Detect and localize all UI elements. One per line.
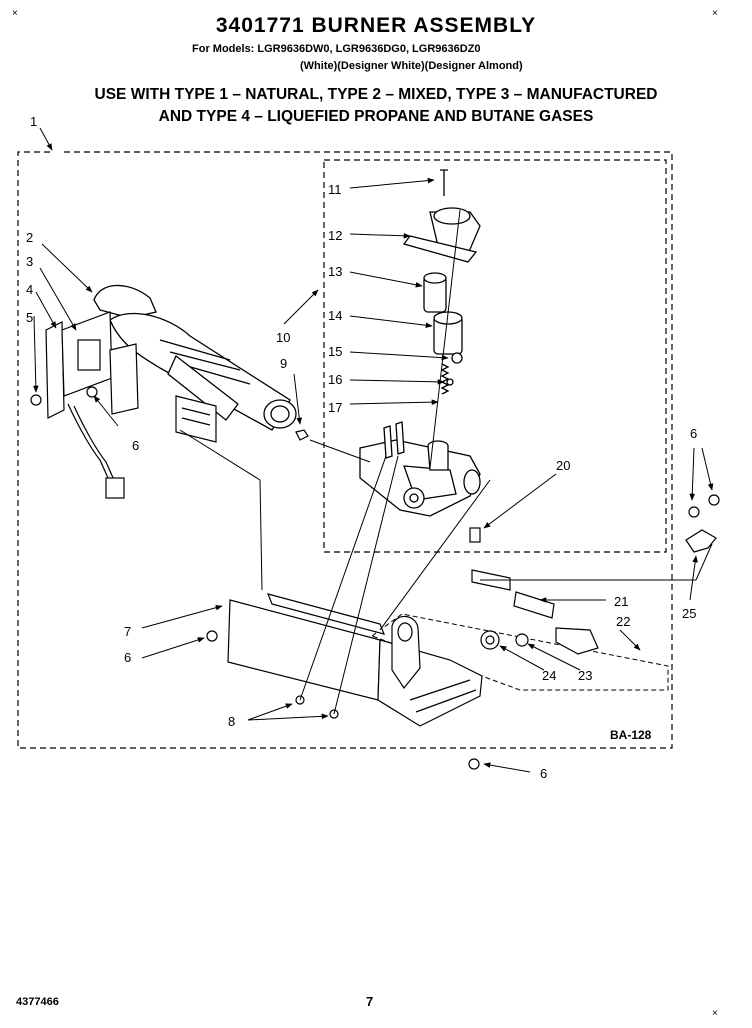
- callout-8: 8: [228, 714, 235, 729]
- callout-4: 4: [26, 282, 33, 297]
- callout-10: 10: [276, 330, 290, 345]
- gas-type-line-2: AND TYPE 4 – LIQUEFIED PROPANE AND BUTAN…: [158, 108, 594, 125]
- callout-21: 21: [614, 594, 628, 609]
- burner-tube: [93, 284, 297, 431]
- manifold-bracket: [227, 593, 483, 727]
- callout-5: 5: [26, 310, 33, 325]
- callout-leaders: [33, 127, 714, 773]
- corner-mark-top-left: ×: [12, 8, 18, 19]
- diagram-reference: BA-128: [610, 728, 652, 742]
- fittings-group-boundary: [371, 613, 669, 691]
- page-title: 3401771 BURNER ASSEMBLY: [215, 14, 537, 37]
- callout-6-bracket: 6: [124, 650, 131, 665]
- callout-2: 2: [26, 230, 33, 245]
- callout-24: 24: [542, 668, 556, 683]
- callout-23: 23: [578, 668, 592, 683]
- corner-mark-top-right: ×: [712, 8, 718, 19]
- callout-15: 15: [328, 344, 342, 359]
- callout-12: 12: [328, 228, 342, 243]
- callout-6-left: 6: [132, 438, 139, 453]
- color-list: (White)(Designer White)(Designer Almond): [300, 60, 523, 72]
- sensor-bracket: [175, 395, 217, 443]
- corner-mark-bottom-right: ×: [712, 1008, 718, 1019]
- callout-17: 17: [328, 400, 342, 415]
- callout-13: 13: [328, 264, 342, 279]
- callout-6-right: 6: [690, 426, 697, 441]
- model-list: For Models: LGR9636DW0, LGR9636DG0, LGR9…: [192, 43, 481, 55]
- document-number: 4377466: [16, 996, 59, 1008]
- callout-3: 3: [26, 254, 33, 269]
- gas-valve: [359, 421, 481, 517]
- ignitor-bracket: [30, 311, 139, 499]
- guide-lines: [179, 209, 713, 715]
- callout-16: 16: [328, 372, 342, 387]
- valve-coils: [402, 169, 481, 395]
- gas-type-line-1: USE WITH TYPE 1 – NATURAL, TYPE 2 – MIXE…: [94, 86, 658, 103]
- callout-20: 20: [556, 458, 570, 473]
- callout-25: 25: [682, 606, 696, 621]
- callout-6-bottom: 6: [540, 766, 547, 781]
- page-number: 7: [366, 994, 374, 1009]
- callout-22: 22: [616, 614, 630, 629]
- valve-subassembly-boundary: [323, 159, 667, 553]
- assembly-boundary: [17, 151, 673, 749]
- fittings: [206, 429, 720, 770]
- callout-1: 1: [30, 114, 37, 129]
- callout-7: 7: [124, 624, 131, 639]
- callout-11: 11: [328, 182, 342, 197]
- callout-14: 14: [328, 308, 342, 323]
- callout-9: 9: [280, 356, 287, 371]
